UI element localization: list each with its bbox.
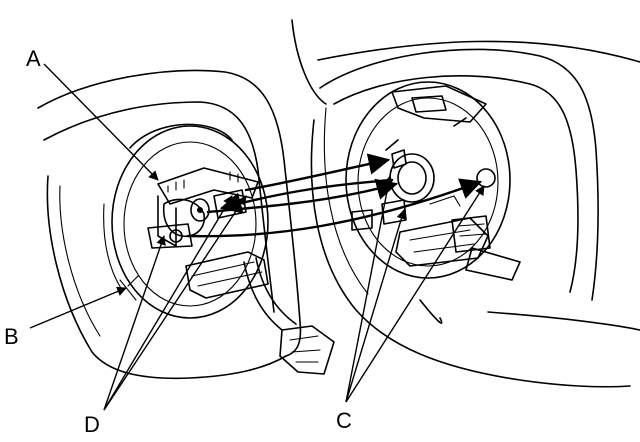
clockspring-harness	[185, 251, 335, 375]
steering-wheel-left	[37, 69, 302, 380]
callout-d: D	[84, 412, 100, 437]
callout-b: B	[4, 324, 19, 349]
module-mount-plate	[345, 81, 521, 281]
callout-c: C	[336, 408, 352, 433]
airbag-module-right	[291, 19, 640, 388]
leader-a	[43, 63, 159, 181]
leader-b	[29, 286, 127, 329]
callout-a: A	[26, 46, 41, 71]
leader-d	[103, 195, 247, 411]
leader-c	[345, 175, 485, 403]
